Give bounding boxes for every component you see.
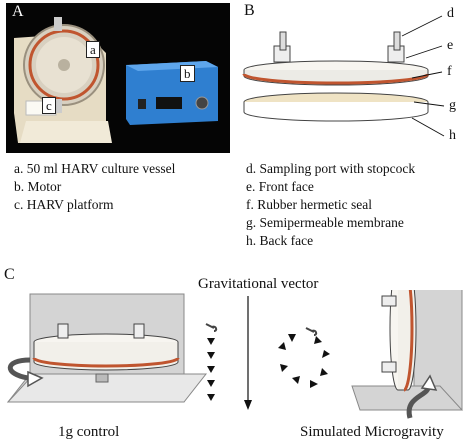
- label-d: d: [447, 6, 454, 21]
- control-cell-step-2: [207, 352, 215, 359]
- label-h: h: [449, 128, 456, 143]
- harv-photo-illustration: [14, 17, 218, 143]
- legend-item-g: g. Semipermeable membrane: [246, 215, 404, 230]
- control-cell-step-1: [207, 338, 215, 345]
- control-cell-icon: [205, 323, 218, 332]
- gravity-arrowhead-icon: [244, 400, 252, 410]
- harv-photo: A a b c: [6, 3, 230, 153]
- orbit-step-3: [280, 364, 288, 372]
- microgravity-port-bottom: [381, 361, 397, 373]
- platform-base: [20, 121, 112, 143]
- panel-a-letter: A: [12, 3, 24, 20]
- legend-item-b: b. Motor: [14, 179, 62, 194]
- motor-box: [126, 61, 218, 125]
- control-cell-step-5: [207, 394, 215, 401]
- microgravity-vessel-seal: [403, 290, 414, 392]
- legend-item-f: f. Rubber hermetic seal: [246, 197, 372, 212]
- panel-c-letter: C: [4, 266, 15, 283]
- stopcock-left: [279, 31, 287, 51]
- legend-item-c: c. HARV platform: [14, 197, 114, 212]
- orbit-step-1: [288, 334, 296, 342]
- caption-1g-control: 1g control: [58, 424, 120, 440]
- control-port-right: [133, 323, 145, 339]
- control-cell-step-4: [207, 380, 215, 387]
- label-b-badge: b: [180, 65, 195, 82]
- label-e: e: [447, 38, 454, 53]
- control-arrowhead-icon: [27, 370, 44, 388]
- microgravity-port-top: [381, 295, 397, 307]
- back-face: [243, 102, 429, 122]
- legend-left: a. 50 ml HARV culture vessel b. Motor c.…: [14, 160, 175, 214]
- orbit-step-6: [320, 368, 328, 376]
- leader-e: [405, 45, 443, 59]
- legend-item-a: a. 50 ml HARV culture vessel: [14, 161, 176, 176]
- control-vessel-seal: [32, 357, 180, 368]
- vessel-hub: [58, 59, 70, 71]
- vessel-seal-ring: [28, 29, 100, 101]
- microgravity-arrowhead-icon: [420, 374, 438, 391]
- microgravity-cell-icon: [305, 327, 318, 336]
- orbit-step-7: [322, 350, 330, 358]
- motor-box-top: [126, 61, 218, 71]
- panel-b-letter: B: [244, 2, 255, 19]
- label-f: f: [447, 64, 452, 79]
- caption-simulated-microgravity: Simulated Microgravity: [300, 424, 444, 440]
- orbit-step-4: [292, 376, 300, 384]
- control-cell-step-3: [207, 366, 215, 373]
- legend-item-e: e. Front face: [246, 179, 314, 194]
- leader-g: [413, 101, 445, 107]
- rubber-seal: [242, 73, 430, 85]
- control-vessel-rim: [33, 342, 179, 371]
- motor-display: [156, 97, 182, 109]
- vessel-port-bottom: [54, 99, 62, 113]
- legend-right: d. Sampling port with stopcock e. Front …: [246, 160, 415, 250]
- rotation-comparison-diagram: [6, 290, 464, 419]
- leader-h: [411, 117, 445, 137]
- gravitational-vector-label: Gravitational vector: [198, 276, 319, 292]
- label-g: g: [449, 98, 456, 113]
- motor-knob: [195, 96, 209, 110]
- legend-item-d: d. Sampling port with stopcock: [246, 161, 416, 176]
- vessel-port-top: [54, 17, 62, 31]
- label-c-badge: c: [42, 97, 56, 114]
- control-axle: [95, 373, 109, 383]
- orbit-step-2: [278, 342, 286, 350]
- control-rotation-arrow-icon: [7, 357, 31, 381]
- leader-f: [411, 71, 443, 79]
- legend-item-h: h. Back face: [246, 233, 314, 248]
- stopcock-right: [393, 31, 401, 51]
- control-port-left: [57, 323, 69, 339]
- control-floor: [6, 373, 208, 403]
- label-a-badge: a: [86, 41, 100, 58]
- vessel-exploded-diagram: [242, 15, 445, 137]
- orbit-step-5: [310, 380, 318, 388]
- motor-switch: [138, 99, 146, 109]
- leader-d: [401, 15, 443, 37]
- orbit-step-8: [314, 336, 322, 344]
